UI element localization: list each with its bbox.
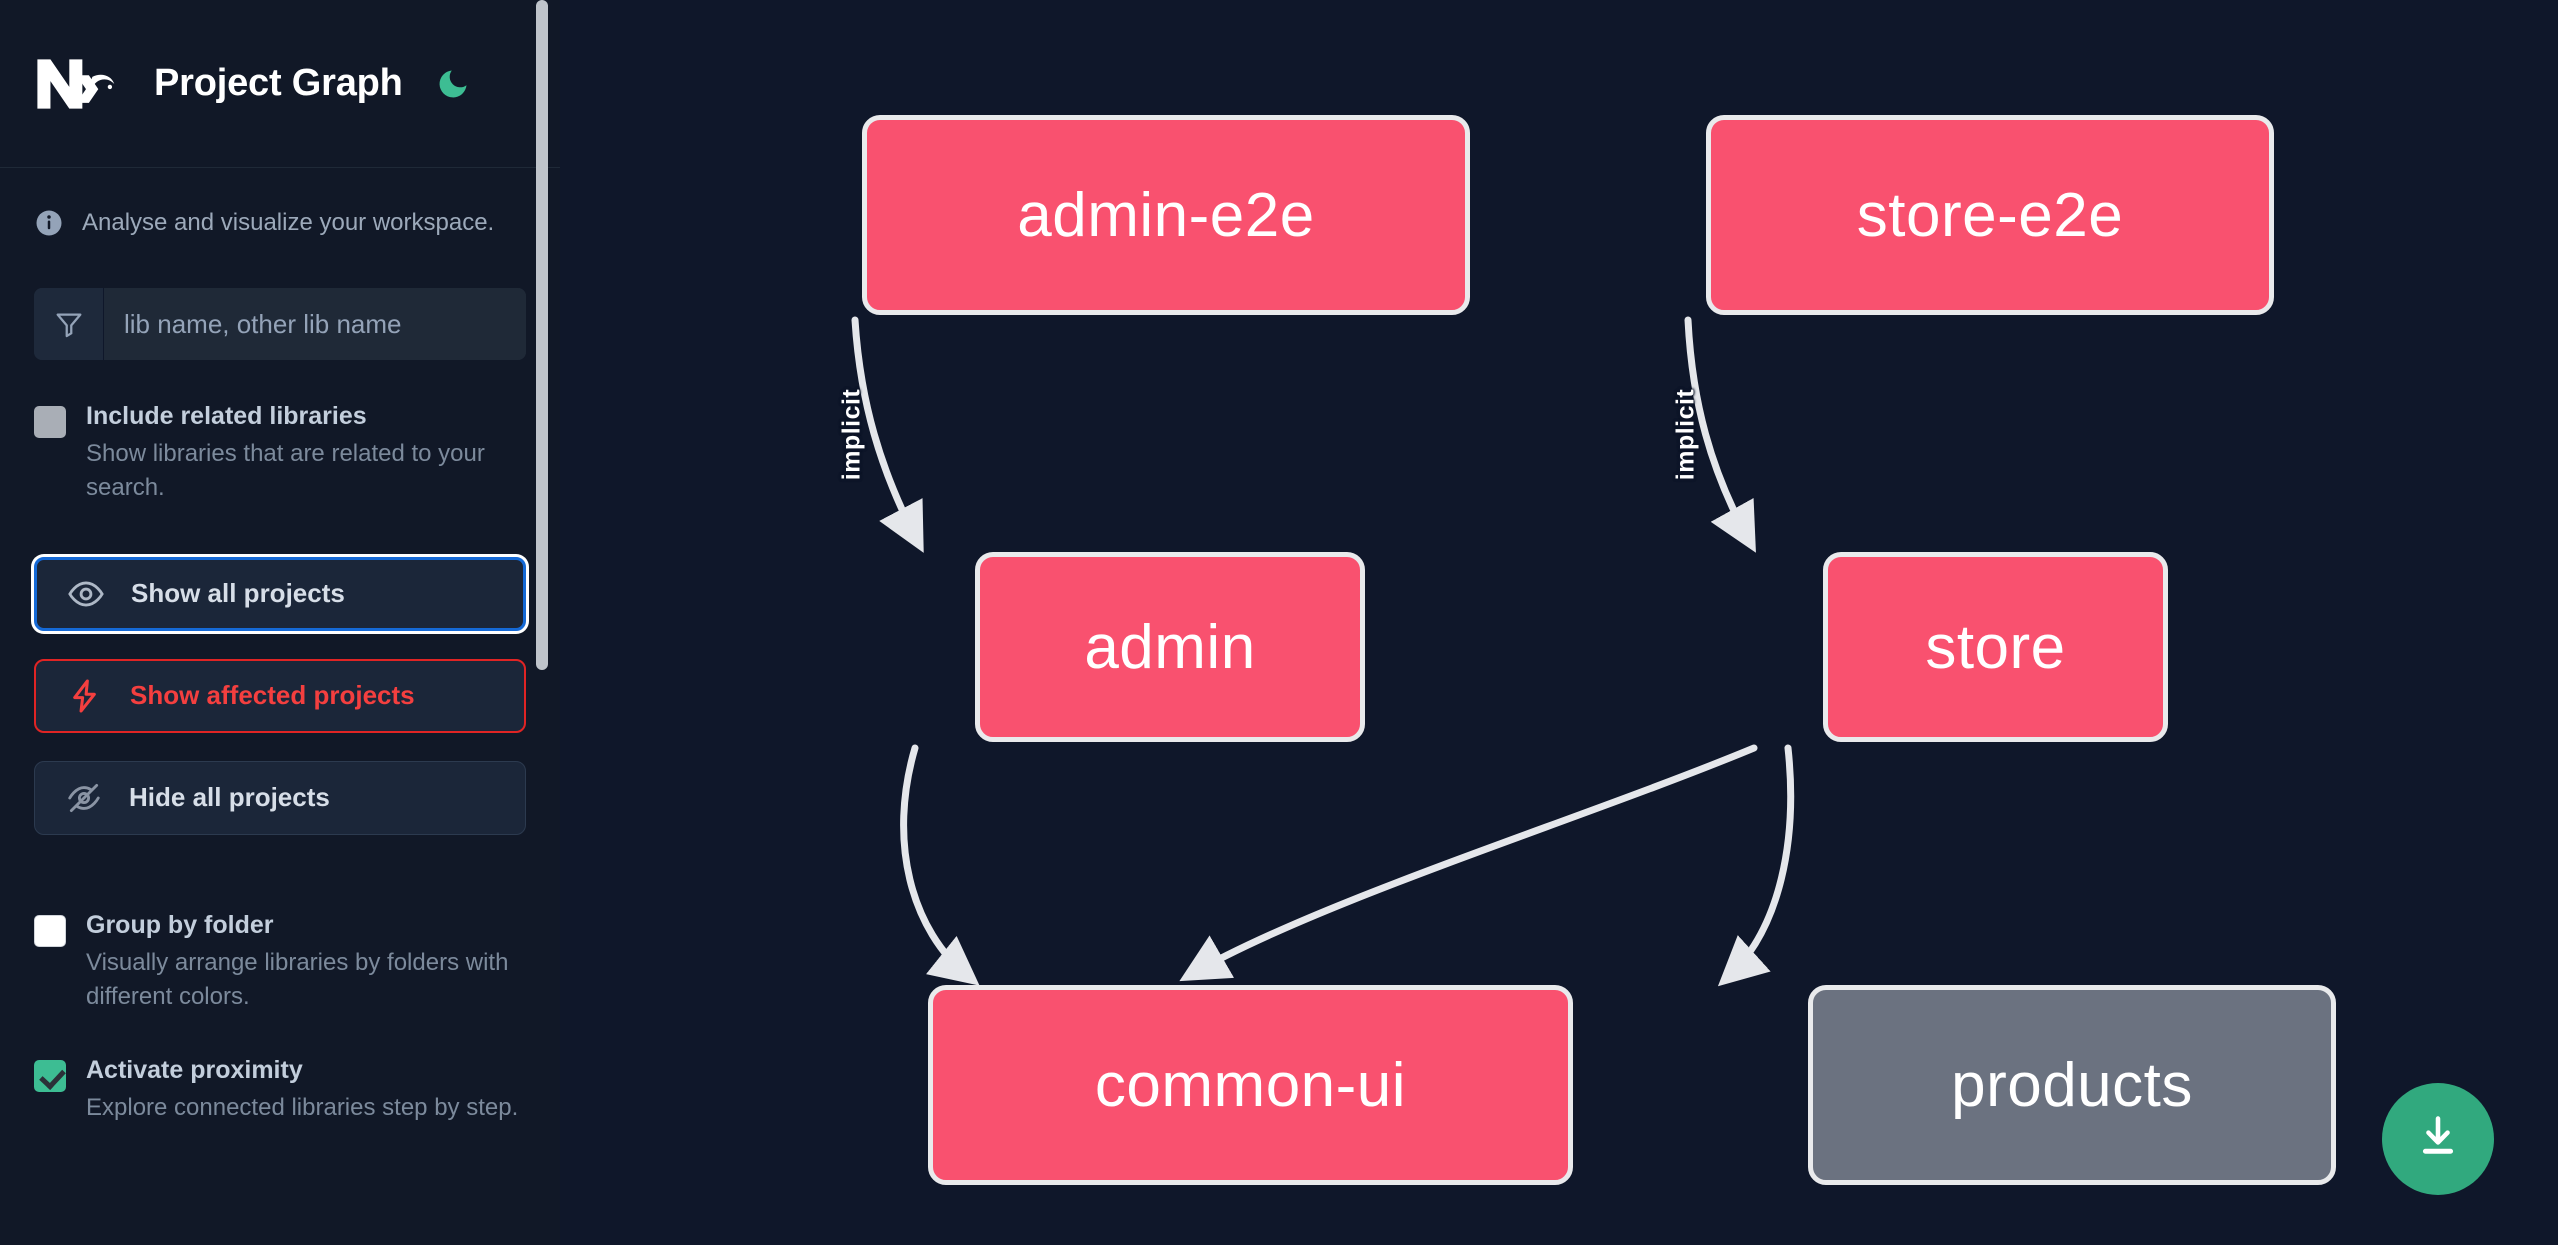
option-description: Visually arrange libraries by folders wi… <box>86 948 509 1010</box>
include-related-libraries-checkbox[interactable] <box>34 406 66 438</box>
spacer <box>0 835 560 869</box>
option-label: Activate proximity <box>86 1055 303 1084</box>
eye-off-icon <box>63 777 105 819</box>
graph-edges <box>851 316 1795 987</box>
search-bar <box>34 288 526 360</box>
node-label: store <box>1925 612 2066 682</box>
group-by-folder-checkbox[interactable] <box>34 914 66 947</box>
option-label: Include related libraries <box>86 402 367 430</box>
graph-node-products[interactable]: products <box>1808 985 2336 1185</box>
node-label: products <box>1951 1050 2193 1120</box>
graph-node-common-ui[interactable]: common-ui <box>928 985 1573 1185</box>
filter-icon[interactable] <box>34 288 104 360</box>
sidebar: Project Graph Analyse and visualize yo <box>0 0 560 1245</box>
edge-label-implicit-store: implicit <box>1671 388 1700 481</box>
download-icon <box>2412 1111 2464 1168</box>
sidebar-header: Project Graph <box>0 0 560 168</box>
edge-admin-e2e-to-admin <box>851 316 924 553</box>
edge-label-implicit-admin: implicit <box>837 388 866 481</box>
option-include-related-libraries[interactable]: Include related libraries Show libraries… <box>0 400 560 505</box>
node-label: store-e2e <box>1856 180 2124 250</box>
search-input[interactable] <box>104 288 526 360</box>
info-circle-icon <box>34 208 64 238</box>
option-activate-proximity[interactable]: Activate proximity Explore connected lib… <box>0 1054 560 1125</box>
sidebar-scrollbar-thumb[interactable] <box>536 0 548 670</box>
graph-node-store-e2e[interactable]: store-e2e <box>1706 115 2274 315</box>
download-image-button[interactable] <box>2382 1083 2494 1195</box>
edge-admin-to-common-ui <box>900 744 980 986</box>
graph-canvas[interactable]: admin-e2e store-e2e admin store common-u… <box>560 0 2558 1245</box>
button-label: Show all projects <box>131 578 345 609</box>
show-affected-projects-button[interactable]: Show affected projects <box>34 658 526 733</box>
hide-all-projects-button[interactable]: Hide all projects <box>34 760 526 835</box>
node-label: common-ui <box>1094 1050 1407 1120</box>
graph-node-admin-e2e[interactable]: admin-e2e <box>862 115 1470 315</box>
edge-store-e2e-to-store <box>1684 316 1756 553</box>
graph-node-admin[interactable]: admin <box>975 552 1365 742</box>
show-all-projects-button[interactable]: Show all projects <box>34 556 526 631</box>
button-label: Hide all projects <box>129 782 330 813</box>
page-title: Project Graph <box>154 62 403 104</box>
graph-node-store[interactable]: store <box>1823 552 2168 742</box>
tagline-text: Analyse and visualize your workspace. <box>82 209 495 236</box>
option-description: Show libraries that are related to your … <box>86 439 485 501</box>
node-label: admin-e2e <box>1017 180 1315 250</box>
moon-icon[interactable] <box>433 64 473 104</box>
eye-icon <box>65 573 107 615</box>
edge-store-to-products <box>1717 744 1795 987</box>
option-label: Group by folder <box>86 910 274 939</box>
option-description: Explore connected libraries step by step… <box>86 1093 519 1121</box>
button-label: Show affected projects <box>130 680 415 711</box>
activate-proximity-checkbox[interactable] <box>34 1059 66 1092</box>
node-label: admin <box>1084 612 1256 682</box>
nx-logo-icon <box>34 55 122 113</box>
edge-store-to-common-ui <box>1179 744 1758 982</box>
workspace-tagline: Analyse and visualize your workspace. <box>0 168 560 238</box>
lightning-bolt-icon <box>64 675 106 717</box>
option-group-by-folder[interactable]: Group by folder Visually arrange librari… <box>0 909 560 1014</box>
